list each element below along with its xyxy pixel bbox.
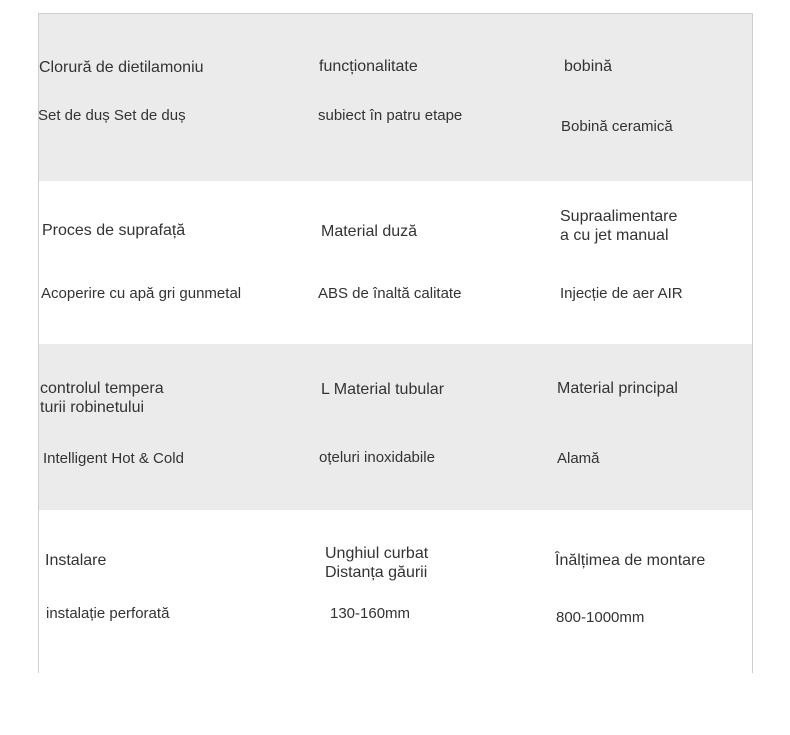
spec-table [38, 13, 753, 674]
spec-value: Alamă [557, 450, 600, 467]
spec-label: Material principal [557, 380, 678, 397]
spec-value: Intelligent Hot & Cold [43, 450, 184, 467]
spec-label: Proces de suprafață [42, 222, 186, 239]
spec-row-2 [39, 181, 752, 344]
spec-label: bobină [564, 58, 613, 75]
spec-label: funcționalitate [319, 58, 418, 75]
spec-label: Clorură de dietilamoniu [39, 59, 204, 76]
spec-value: ABS de înaltă calitate [318, 285, 462, 302]
spec-value: oțeluri inoxidabile [319, 449, 435, 466]
spec-label: controlul tempera turii robinetului [40, 380, 164, 416]
spec-label: Înălțimea de montare [555, 552, 706, 569]
spec-label: Unghiul curbat Distanța găurii [325, 545, 429, 581]
spec-label: Instalare [45, 552, 107, 569]
spec-value: Acoperire cu apă gri gunmetal [41, 285, 242, 302]
spec-value: instalație perforată [46, 605, 170, 622]
spec-value: 800-1000mm [556, 609, 645, 626]
spec-value: Bobină ceramică [561, 118, 673, 135]
spec-label: Supraalimentare a cu jet manual [560, 208, 678, 244]
spec-label: Material duză [321, 223, 418, 240]
spec-row-4 [39, 510, 752, 674]
spec-value: Injecție de aer AIR [560, 285, 683, 302]
spec-row-1 [39, 14, 752, 181]
spec-value: subiect în patru etape [318, 107, 463, 124]
spec-row-3 [39, 344, 752, 510]
spec-value: 130-160mm [330, 605, 411, 622]
spec-value: Set de duș Set de duș [38, 107, 186, 124]
spec-label: L Material tubular [321, 381, 445, 398]
